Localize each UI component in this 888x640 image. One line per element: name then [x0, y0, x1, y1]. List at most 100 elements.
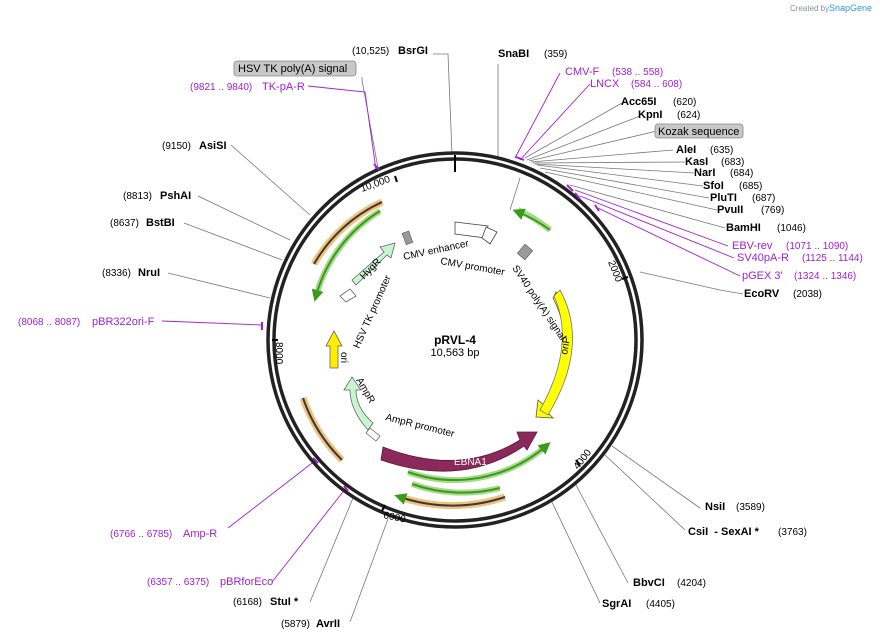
ori-label: ori: [338, 352, 349, 363]
connector-pshai: [197, 195, 291, 241]
enzyme-bsrgi[interactable]: BsrGI: [398, 45, 428, 57]
hsv-tk-box-label: HSV TK poly(A) signal: [238, 63, 347, 75]
connector-cmv: [509, 177, 521, 211]
enzyme-pos-sgrai: (4405): [646, 599, 675, 610]
enzyme-labels: (10,525) BsrGI SnaBI (359) Acc65I (620) …: [102, 45, 822, 630]
primer-pbr322ori-f[interactable]: pBR322ori-F: [92, 316, 155, 328]
hygr-feature[interactable]: [351, 242, 396, 286]
ori-feature[interactable]: [325, 330, 343, 369]
enzyme-pos-bamhi: (1046): [777, 223, 806, 234]
connector-kozak: [528, 130, 658, 162]
orf-bottom-3: [394, 493, 506, 507]
primer-connector-ebv-rev: [574, 189, 729, 247]
primer-pos-pbr322ori-f: (8068 .. 8087): [18, 317, 80, 328]
hsv-tk-polya-feature[interactable]: [401, 230, 414, 246]
enzyme-ecorv[interactable]: EcoRV: [744, 288, 780, 300]
orf-bottom-1: [407, 442, 551, 481]
tick-8000: 8000: [273, 342, 284, 365]
primer-amp-r[interactable]: Amp-R: [183, 528, 217, 540]
connector-pvuii: [544, 171, 718, 211]
primer-connector-tk-pa-r: [307, 85, 377, 171]
connector-alei: [530, 149, 674, 163]
primer-connector-lncx: [519, 83, 591, 161]
primer-connector-amp-r: [227, 459, 317, 529]
connector-ecorv: [639, 271, 744, 295]
connector-sgrai: [550, 499, 601, 604]
enzyme-pos-asisi: (9150): [162, 141, 191, 152]
ampr-promoter-feature[interactable]: [365, 427, 381, 442]
primer-ebv-rev[interactable]: EBV-rev: [732, 240, 773, 252]
primer-pos-pgex: (1324 .. 1346): [794, 271, 856, 282]
enzyme-pos-kpni: (624): [677, 110, 700, 121]
enzyme-pos-acc65i: (620): [673, 97, 696, 108]
enzyme-nrui[interactable]: NruI: [138, 267, 160, 279]
ebna1-feature[interactable]: [380, 431, 538, 472]
connector-bbvci: [574, 482, 629, 584]
cmv-promoter-feature[interactable]: [481, 226, 498, 245]
primer-cmv-f[interactable]: CMV-F: [565, 66, 600, 78]
enzyme-pos-snabi: (359): [544, 49, 567, 60]
enzyme-kasi[interactable]: KasI: [685, 156, 708, 168]
primer-pos-ebv-rev: (1071 .. 1090): [786, 241, 848, 252]
cmv-promoter-label: CMV promoter: [439, 256, 506, 278]
connector-nsii: [611, 445, 701, 509]
primer-pbrforeco[interactable]: pBRforEco: [220, 576, 273, 588]
enzyme-kpni[interactable]: KpnI: [638, 109, 662, 121]
orf-hygr-arrow: [311, 210, 381, 302]
enzyme-acc65i[interactable]: Acc65I: [621, 96, 656, 108]
enzyme-stui[interactable]: StuI *: [270, 596, 299, 608]
enzyme-pvuii[interactable]: PvuII: [717, 204, 743, 216]
hsv-tk-promoter-feature[interactable]: [339, 288, 357, 303]
enzyme-pluti[interactable]: PluTI: [710, 192, 737, 204]
connector-hsv-tk: [361, 77, 379, 169]
connector-bamhi: [569, 184, 726, 229]
enzyme-pshai[interactable]: PshAI: [160, 190, 191, 202]
connector-nrui: [167, 272, 271, 299]
enzyme-pos-pshai: (8813): [123, 191, 152, 202]
snapgene-logo: SnapGene: [829, 3, 872, 13]
enzyme-csii-sexai[interactable]: CsiI - SexAI *: [688, 526, 760, 538]
primer-sv40pa-r[interactable]: SV40pA-R: [737, 252, 789, 264]
primer-labels: CMV-F (538 .. 558) LNCX (584 .. 608) EBV…: [18, 66, 863, 588]
enzyme-pos-kasi: (683): [721, 157, 744, 168]
connector-sfoi: [536, 164, 704, 187]
primer-lncx[interactable]: LNCX: [590, 78, 620, 90]
ampr-promoter-label: AmpR promoter: [384, 412, 456, 440]
connector-csii: [604, 454, 686, 531]
primer-pos-sv40pa-r: (1125 .. 1144): [802, 253, 863, 264]
primer-connectors: [161, 72, 741, 583]
enzyme-sgrai[interactable]: SgrAI: [602, 598, 631, 610]
primer-marks: [261, 156, 600, 492]
ampr-feature[interactable]: [343, 376, 374, 431]
enzyme-snabi[interactable]: SnaBI: [498, 48, 529, 60]
kozak-box: [654, 123, 744, 139]
enzyme-nari[interactable]: NarI: [694, 167, 715, 179]
enzyme-alei[interactable]: AleI: [676, 144, 696, 156]
hsv-tk-box: [233, 60, 357, 77]
enzyme-avrii[interactable]: AvrII: [316, 618, 340, 630]
orf-right-top: [512, 208, 551, 231]
enzyme-pos-sfoi: (685): [739, 181, 762, 192]
enzyme-nsii[interactable]: NsiI: [705, 501, 725, 513]
primer-pos-tk-pa-r: (9821 .. 9840): [190, 82, 252, 93]
connector-acc65i: [524, 102, 623, 159]
enzyme-pos-nrui: (8336): [102, 268, 131, 279]
connector-stui: [309, 497, 354, 603]
sv40-polya-feature[interactable]: [516, 243, 534, 261]
primer-pgex[interactable]: pGEX 3': [742, 270, 783, 282]
enzyme-bstbi[interactable]: BstBI: [146, 217, 175, 229]
enzyme-sfoi[interactable]: SfoI: [703, 180, 724, 192]
primer-pos-cmv-f: (538 .. 558): [612, 67, 663, 78]
backbone-outer: [266, 151, 644, 529]
enzyme-asisi[interactable]: AsiSI: [199, 140, 227, 152]
primer-pos-amp-r: (6766 .. 6785): [110, 529, 172, 540]
ticks: [272, 155, 629, 512]
orf-left-bottom: [302, 397, 343, 461]
enzyme-bamhi[interactable]: BamHI: [726, 222, 761, 234]
enzyme-pos-bsrgi: (10,525): [352, 46, 389, 57]
primer-tk-pa-r[interactable]: TK-pA-R: [262, 81, 305, 93]
tick-6000: 6000: [382, 510, 406, 525]
enzyme-pos-avrii: (5879): [281, 619, 310, 630]
orf-bottom-2: [411, 483, 501, 494]
enzyme-bbvci[interactable]: BbvCI: [633, 577, 665, 589]
